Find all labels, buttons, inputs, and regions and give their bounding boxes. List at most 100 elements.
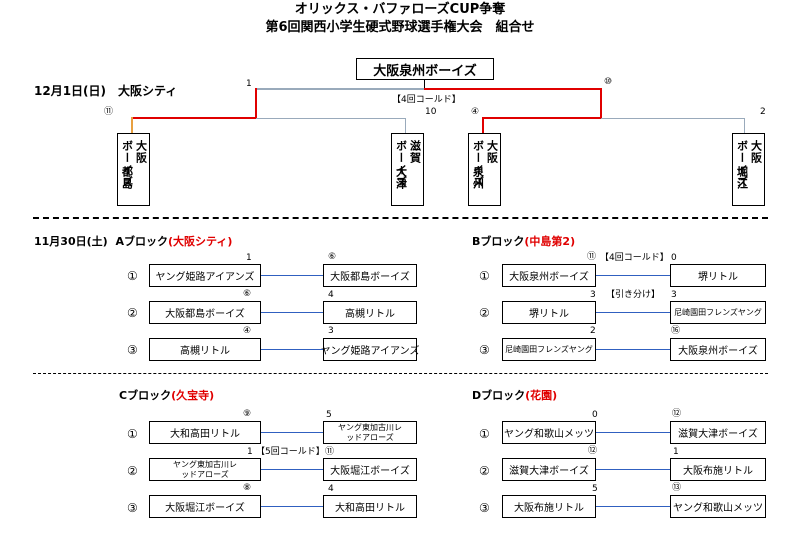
final-date-venue: 12月1日(日) 大阪シティ <box>34 84 178 98</box>
team-name: ヤング東加古川レッドアローズ <box>173 459 237 479</box>
block-d-game3-away: ヤング和歌山メッツ <box>670 495 766 518</box>
score: 3 <box>590 290 596 300</box>
bracket-line-win <box>483 117 601 119</box>
score: 1 <box>247 447 253 457</box>
score: 2 <box>590 326 596 336</box>
bracket-line <box>744 118 745 133</box>
team-name: 大阪泉州ボーイズ <box>509 272 589 283</box>
team-name: 滋賀大津ボーイズ <box>678 429 758 440</box>
bracket-line-win <box>424 88 601 90</box>
score-t4: 2 <box>760 107 766 117</box>
block-a-game3-home: 高槻リトル <box>149 338 261 361</box>
section-divider <box>33 217 768 219</box>
score: ⑫ <box>588 446 598 456</box>
block-a-game1-home: ヤング姫路アイアンズ <box>149 264 261 287</box>
score-t2: 10 <box>425 107 437 117</box>
block-c-game3-home: 大阪堀江ボーイズ <box>149 495 261 518</box>
game-number: ③ <box>127 343 138 357</box>
score: ⑥ <box>243 289 252 299</box>
team-name: 大阪堀江ボーイズ <box>330 466 410 477</box>
score-right-final: ⑩ <box>604 77 613 87</box>
team-name: 滋賀大津ボーイズ <box>509 466 589 477</box>
match-line <box>596 469 670 470</box>
block-d-game3-home: 大阪布施リトル <box>502 495 596 518</box>
match-line <box>261 349 323 350</box>
bracket-line-win <box>600 88 602 118</box>
score: 0 <box>671 253 677 263</box>
team-text: 堀江 <box>735 166 749 190</box>
team-name: 大阪都島ボーイズ <box>330 272 410 283</box>
score: ⑬ <box>672 483 682 493</box>
block-d-venue: (花園) <box>525 389 558 402</box>
team-name: 堺リトル <box>698 272 738 283</box>
game-note: 【4回コールド】 <box>600 253 669 263</box>
team-name: 大阪布施リトル <box>514 503 584 514</box>
game-number: ① <box>479 269 490 283</box>
team-text: 大阪 <box>485 140 499 164</box>
bracket-line-win <box>255 88 257 118</box>
game-number: ② <box>479 464 490 478</box>
team-name: 尼崎園田フレンズヤング <box>674 308 762 317</box>
team-name: 高槻リトル <box>345 309 395 320</box>
match-line <box>596 275 670 276</box>
block-b-header: Bブロック(中島第2) <box>472 236 575 247</box>
block-a-game2-away: 高槻リトル <box>323 301 417 324</box>
match-line <box>261 312 323 313</box>
bracket-line <box>256 118 406 119</box>
bracket-line <box>405 118 406 133</box>
game-number: ② <box>127 464 138 478</box>
score: ⑫ <box>672 409 682 419</box>
match-line <box>261 506 323 507</box>
team-text: ボーイズ <box>471 140 485 188</box>
team-name: 大阪堀江ボーイズ <box>165 503 245 514</box>
bracket-line-win <box>482 117 484 133</box>
final-team-2: 滋賀 ボーイズ 大津 <box>391 133 424 206</box>
champion-label: 大阪泉州ボーイズ <box>373 63 477 79</box>
block-c-venue: (久宝寺) <box>171 389 215 402</box>
team-name: 尼崎園田フレンズヤング <box>505 345 593 354</box>
block-b-game1-home: 大阪泉州ボーイズ <box>502 264 596 287</box>
block-c-game1-away: ヤング東加古川レッドアローズ <box>323 421 417 444</box>
team-name: 堺リトル <box>529 309 569 320</box>
bracket-line <box>601 118 745 119</box>
block-c-header: Cブロック(久宝寺) <box>119 390 214 401</box>
score: 4 <box>328 290 334 300</box>
block-c-game3-away: 大和高田リトル <box>323 495 417 518</box>
team-name: 大和高田リトル <box>170 429 240 440</box>
team-text: 大阪 <box>134 140 148 164</box>
team-text: 大津 <box>394 166 408 190</box>
score: 5 <box>592 484 598 494</box>
score: 3 <box>671 290 677 300</box>
block-d-game1-home: ヤング和歌山メッツ <box>502 421 596 444</box>
score: 1 <box>673 447 679 457</box>
match-line <box>596 432 670 433</box>
match-line <box>596 506 670 507</box>
team-name: 大阪布施リトル <box>683 466 753 477</box>
block-c-game1-home: 大和高田リトル <box>149 421 261 444</box>
block-b-game2-home: 堺リトル <box>502 301 596 324</box>
block-a-game1-away: 大阪都島ボーイズ <box>323 264 417 287</box>
final-note: 【4回コールド】 <box>392 95 461 105</box>
block-a-header: 11月30日(土) Aブロック(大阪シティ) <box>34 236 232 247</box>
block-b-game3-home: 尼崎園田フレンズヤング <box>502 338 596 361</box>
block-a-game2-home: 大阪都島ボーイズ <box>149 301 261 324</box>
champion-box: 大阪泉州ボーイズ <box>356 58 494 80</box>
block-b-game1-away: 堺リトル <box>670 264 766 287</box>
match-line <box>261 275 323 276</box>
bracket-line-win <box>132 117 256 119</box>
block-d-name: Dブロック <box>472 389 526 402</box>
score: ⑧ <box>243 483 252 493</box>
team-text: ボーイズ <box>735 140 749 188</box>
block-b-game3-away: 大阪泉州ボーイズ <box>670 338 766 361</box>
title-line2: 第6回関西小学生硬式野球選手権大会 組合せ <box>265 20 535 35</box>
game-number: ② <box>479 306 490 320</box>
score: ④ <box>243 326 252 336</box>
block-d-game2-away: 大阪布施リトル <box>670 458 766 481</box>
block-d-game1-away: 滋賀大津ボーイズ <box>670 421 766 444</box>
block-a-game3-away: ヤング姫路アイアンズ <box>321 338 419 361</box>
team-text: 泉州 <box>471 166 485 190</box>
score: 5 <box>326 410 332 420</box>
match-line <box>596 349 670 350</box>
score: ⑪ <box>325 447 335 457</box>
score: 0 <box>592 410 598 420</box>
